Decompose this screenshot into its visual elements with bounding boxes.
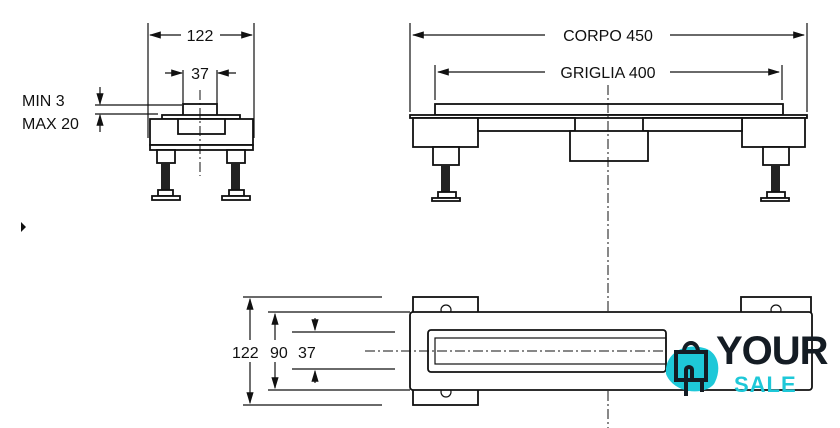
plan-mid-dimension: 90 bbox=[270, 345, 288, 362]
plan-inner-dimension: 37 bbox=[298, 345, 316, 362]
max-height-label: MAX 20 bbox=[22, 116, 79, 133]
play-triangle-icon bbox=[21, 222, 26, 232]
front-view: 122 37 MIN 3 MAX 20 bbox=[22, 23, 255, 201]
your-sale-logo: YOUR SALE bbox=[664, 329, 836, 398]
body-length-dimension: CORPO 450 bbox=[563, 28, 653, 45]
min-height-label: MIN 3 bbox=[22, 93, 65, 110]
logo-text-your: YOUR bbox=[716, 329, 829, 373]
front-width-dimension: 122 bbox=[187, 28, 214, 45]
logo-text-sale: SALE bbox=[734, 372, 797, 397]
plan-outer-dimension: 122 bbox=[232, 345, 259, 362]
front-grate-dimension: 37 bbox=[191, 66, 209, 83]
side-view: CORPO 450 GRIGLIA 400 bbox=[409, 23, 808, 428]
shopping-bag-hand-icon bbox=[665, 341, 719, 396]
grate-length-dimension: GRIGLIA 400 bbox=[560, 65, 655, 82]
